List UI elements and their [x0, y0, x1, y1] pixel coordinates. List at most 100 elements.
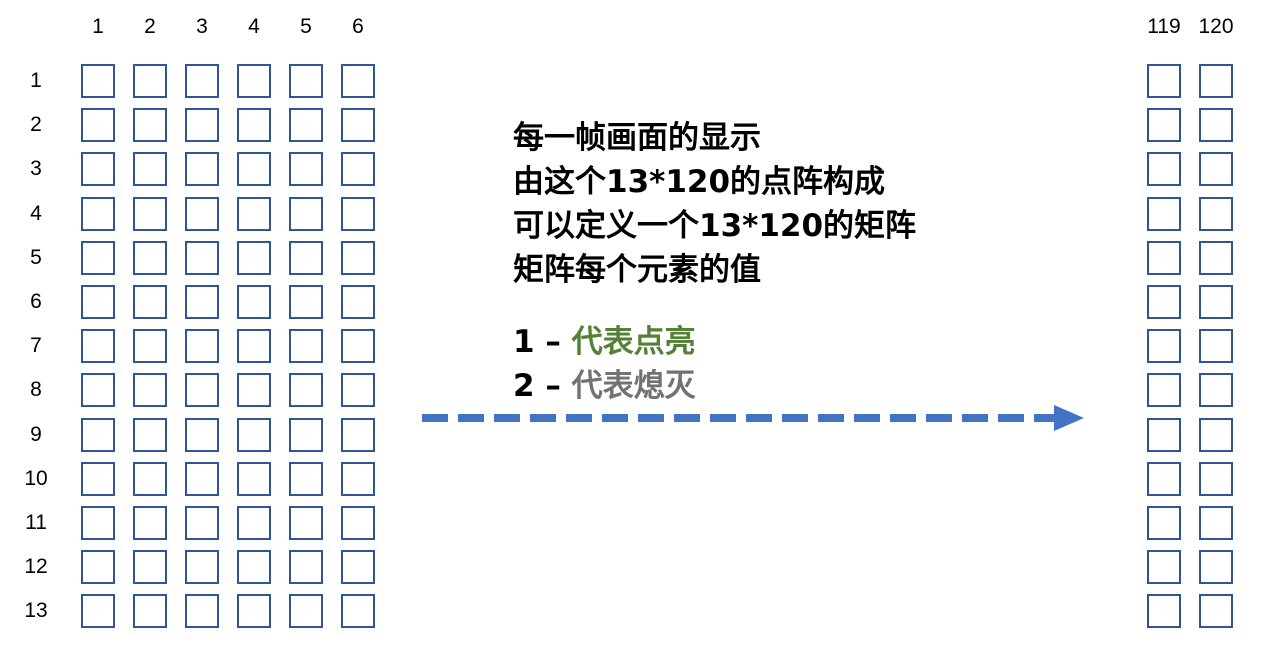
matrix-cell: [237, 417, 271, 452]
matrix-cell: [81, 373, 115, 408]
matrix-cell: [289, 64, 323, 98]
matrix-cell: [133, 64, 167, 98]
matrix-cell: [1147, 461, 1181, 496]
matrix-cell: [1147, 506, 1181, 540]
matrix-cell: [185, 417, 219, 452]
row-label: 5: [30, 245, 42, 269]
matrix-cell: [133, 240, 167, 275]
matrix-cell: [237, 108, 271, 143]
matrix-cell: [133, 108, 167, 143]
column-label: 120: [1198, 15, 1234, 38]
matrix-cell: [1147, 285, 1181, 319]
matrix-cell: [289, 461, 323, 496]
matrix-cell: [237, 461, 271, 496]
description-line: 每一帧画面的显示: [513, 120, 761, 156]
matrix-cell: [237, 550, 271, 585]
description-line: 由这个13*120的点阵构成: [513, 164, 886, 200]
matrix-cell: [185, 461, 219, 496]
matrix-cell: [289, 373, 323, 408]
matrix-cell: [1199, 329, 1233, 364]
column-label: 6: [352, 15, 364, 38]
matrix-cell: [1199, 506, 1233, 540]
matrix-cell: [341, 373, 375, 408]
matrix-cell: [237, 64, 271, 98]
row-label: 3: [30, 157, 42, 181]
matrix-cell: [133, 550, 167, 585]
matrix-cell: [185, 64, 219, 98]
matrix-cell: [341, 108, 375, 143]
matrix-cell: [289, 108, 323, 143]
row-label: 6: [30, 290, 42, 313]
matrix-cell: [1147, 152, 1181, 187]
row-label: 7: [30, 334, 42, 358]
matrix-cell: [81, 594, 115, 629]
matrix-cell: [1147, 417, 1181, 452]
description-line: 矩阵每个元素的值: [513, 252, 761, 288]
matrix-cell: [289, 240, 323, 275]
matrix-cell: [81, 196, 115, 231]
matrix-cell: [237, 152, 271, 187]
matrix-cell: [1199, 240, 1233, 275]
matrix-cell: [81, 64, 115, 98]
matrix-cell: [81, 461, 115, 496]
legend-label-off: 代表熄灭: [571, 368, 696, 404]
row-label: 2: [30, 113, 42, 137]
row-label: 11: [25, 511, 47, 534]
matrix-cell: [237, 506, 271, 540]
matrix-cell: [341, 329, 375, 364]
matrix-cell: [1147, 240, 1181, 275]
matrix-cell: [341, 506, 375, 540]
matrix-cell: [289, 417, 323, 452]
matrix-cell: [341, 550, 375, 585]
matrix-cell: [289, 285, 323, 319]
matrix-cell: [185, 240, 219, 275]
matrix-cell: [1199, 594, 1233, 629]
matrix-cell: [289, 594, 323, 629]
matrix-cell: [237, 594, 271, 629]
legend-item-on: 1 – 代表点亮: [513, 324, 696, 360]
matrix-cell: [1199, 417, 1233, 452]
column-label: 2: [144, 15, 156, 38]
matrix-cell: [1199, 461, 1233, 496]
matrix-cell: [1199, 373, 1233, 408]
matrix-cell: [133, 329, 167, 364]
row-label: 12: [24, 555, 48, 579]
matrix-cell: [1199, 285, 1233, 319]
matrix-cell: [133, 196, 167, 231]
matrix-cell: [1147, 550, 1181, 585]
row-label: 8: [30, 378, 42, 402]
matrix-cell: [341, 240, 375, 275]
matrix-cell: [185, 329, 219, 364]
matrix-cell: [185, 550, 219, 585]
row-label: 1: [30, 69, 42, 92]
matrix-cell: [289, 196, 323, 231]
matrix-cell: [185, 196, 219, 231]
legend: 1 – 代表点亮 2 – 代表熄灭: [513, 320, 696, 408]
column-label: 119: [1147, 15, 1181, 38]
matrix-cell: [185, 108, 219, 143]
matrix-cell: [133, 373, 167, 408]
matrix-cell: [1199, 64, 1233, 98]
row-label: 10: [24, 466, 48, 490]
matrix-cell: [341, 285, 375, 319]
matrix-cell: [341, 417, 375, 452]
column-label: 4: [248, 15, 260, 38]
matrix-cell: [1199, 196, 1233, 231]
legend-item-off: 2 – 代表熄灭: [513, 368, 696, 404]
matrix-cell: [341, 196, 375, 231]
matrix-cell: [81, 285, 115, 319]
matrix-cell: [237, 196, 271, 231]
matrix-cell: [185, 373, 219, 408]
matrix-cell: [133, 461, 167, 496]
matrix-cell: [237, 329, 271, 364]
matrix-cell: [289, 550, 323, 585]
matrix-cell: [185, 594, 219, 629]
matrix-cell: [341, 461, 375, 496]
matrix-cell: [185, 285, 219, 319]
matrix-cell: [133, 506, 167, 540]
matrix-cell: [1147, 329, 1181, 364]
matrix-cell: [1147, 64, 1181, 98]
matrix-cell: [237, 240, 271, 275]
matrix-cell: [1147, 196, 1181, 231]
matrix-cell: [81, 152, 115, 187]
